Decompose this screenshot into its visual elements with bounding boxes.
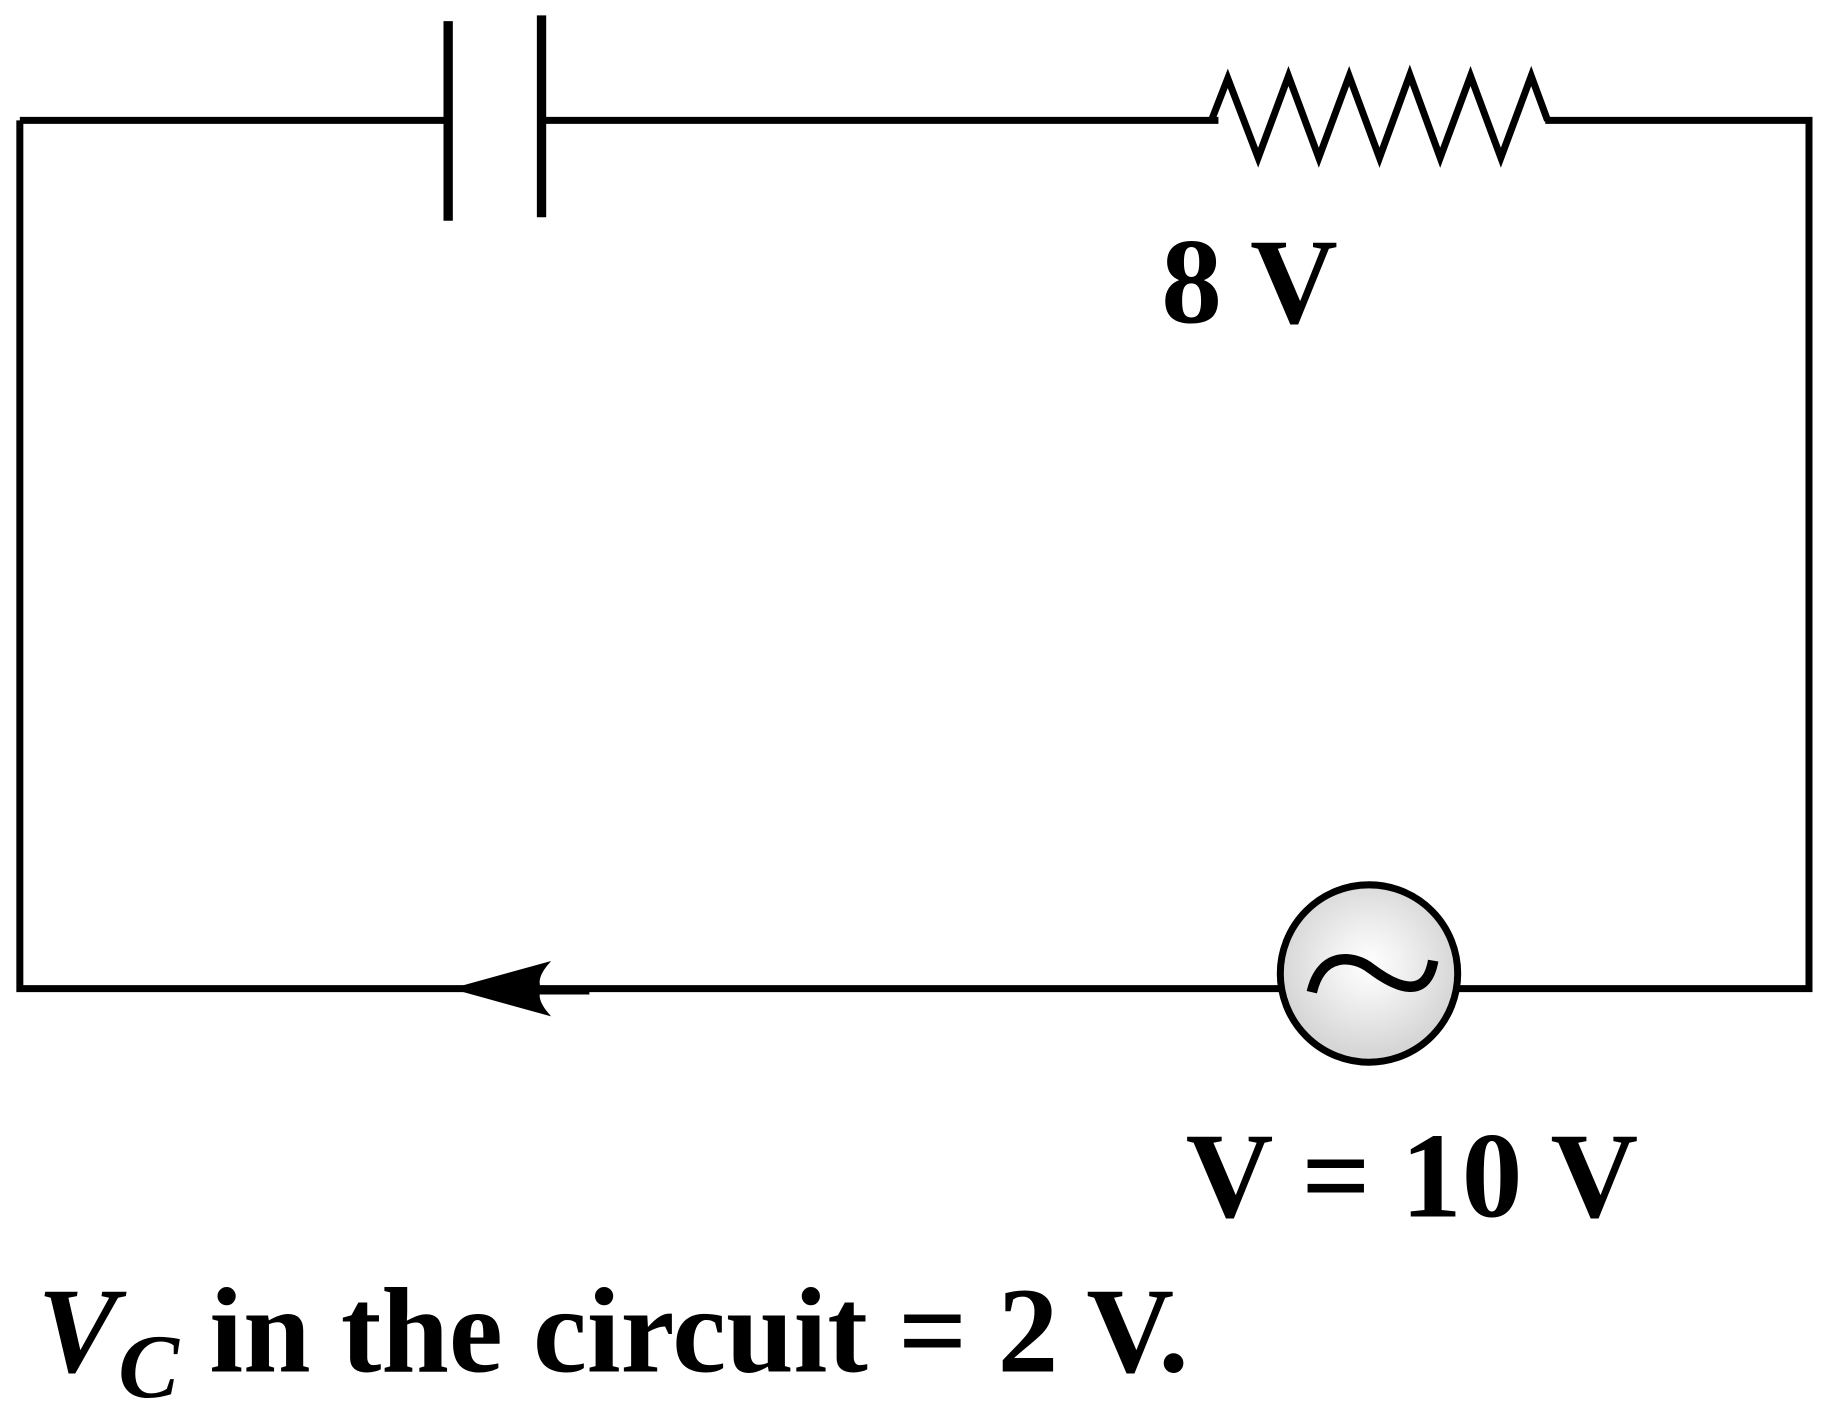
wire-left (16, 120, 1280, 993)
source-voltage-label: V = 10 V (1186, 1109, 1638, 1243)
caption: VC in the circuit = 2 V. (37, 1264, 1188, 1417)
capacitor (443, 15, 547, 221)
caption-subscript: C (118, 1316, 180, 1417)
caption-text: in the circuit = 2 V. (179, 1264, 1189, 1398)
sine-wave-icon (1306, 954, 1439, 994)
ac-source (1276, 881, 1462, 1066)
resistor (1208, 64, 1551, 168)
resistor-voltage-label: 8 V (1161, 215, 1337, 349)
current-arrow-icon (450, 960, 552, 1017)
wire-top-right (1458, 116, 1813, 993)
caption-symbol: V (37, 1264, 127, 1398)
wires (16, 116, 1813, 993)
